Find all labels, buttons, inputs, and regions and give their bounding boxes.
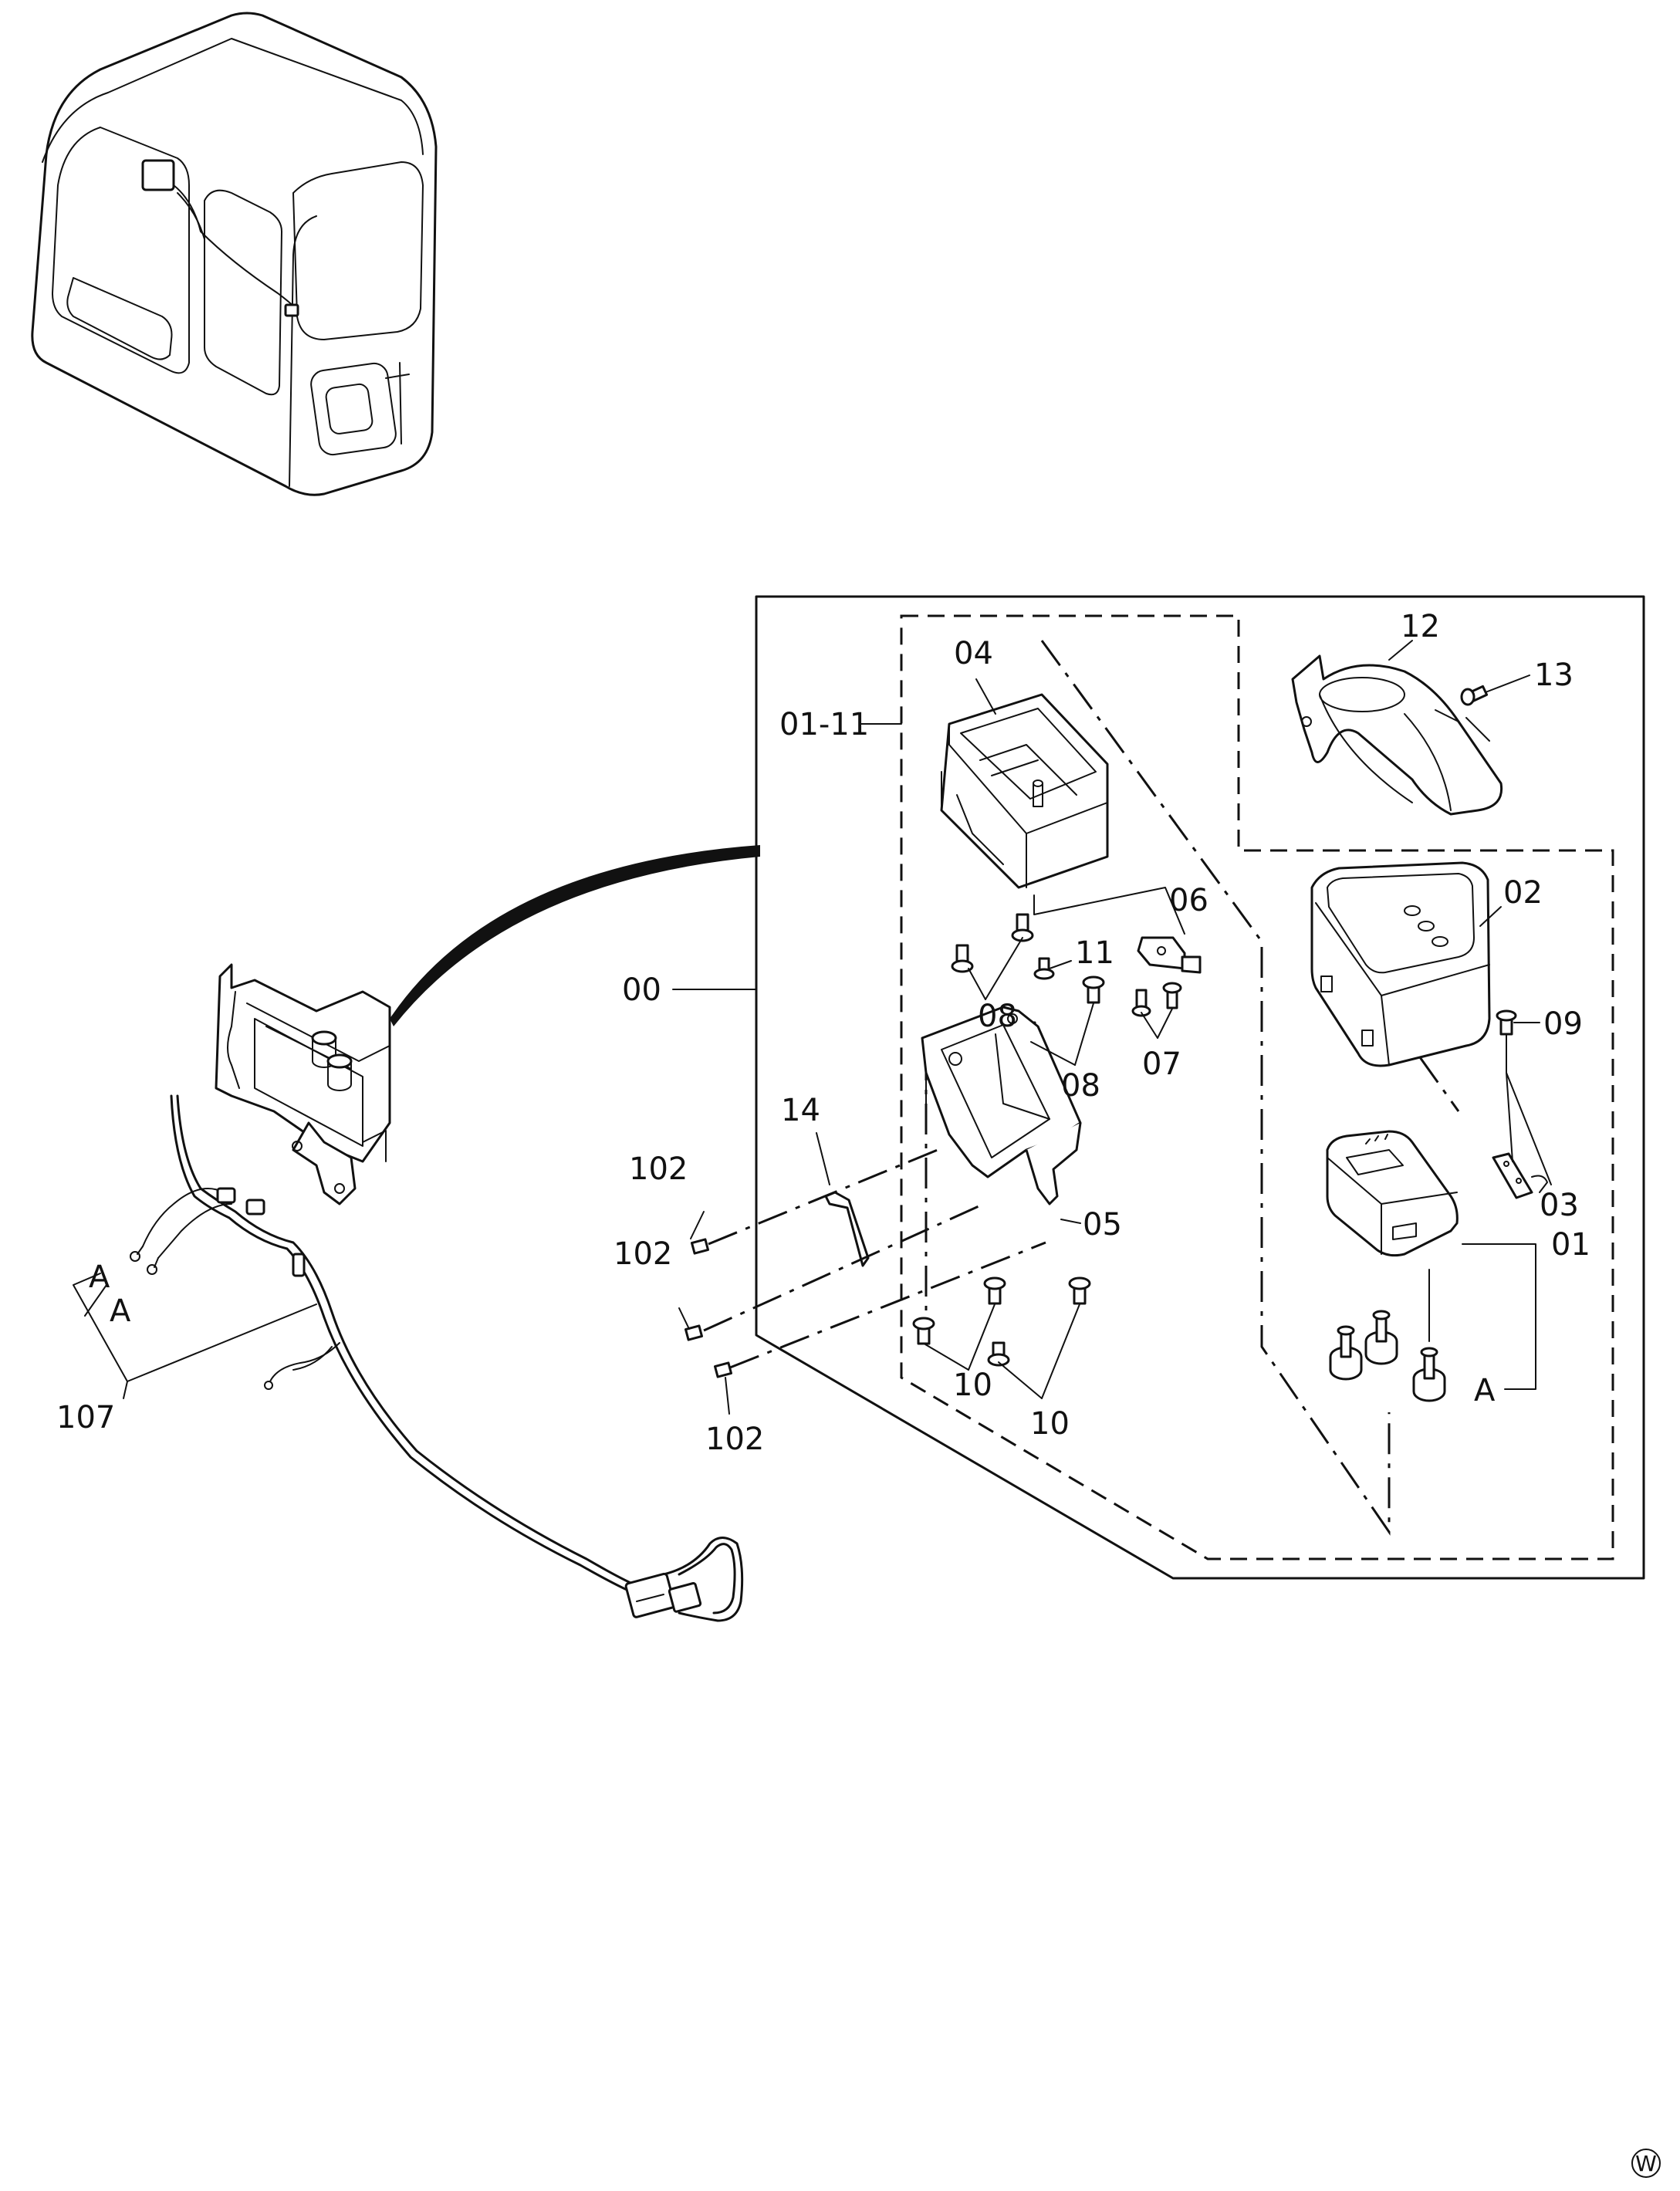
- label-14: 14: [781, 1093, 820, 1128]
- screw-10a: [912, 1317, 935, 1345]
- screw-08c: [1082, 975, 1105, 1004]
- wire-harness: [73, 1094, 744, 1622]
- part-06: [1137, 936, 1202, 974]
- label-13: 13: [1534, 658, 1574, 693]
- part-02-cover: [1310, 861, 1491, 1067]
- monitor-assembly: [215, 963, 391, 1205]
- label-107: 107: [56, 1400, 115, 1435]
- cab-overview: 01: [31, 12, 438, 496]
- label-102-b: 102: [614, 1236, 672, 1272]
- corner-mark: W: [1631, 2149, 1661, 2178]
- label-A-1: A: [89, 1259, 110, 1295]
- part-14-spacer: [824, 1191, 870, 1267]
- label-102-c: 102: [705, 1422, 764, 1457]
- corner-mark-text: W: [1635, 2151, 1657, 2176]
- label-102-a: 102: [629, 1151, 688, 1187]
- screw-09: [1496, 1009, 1517, 1036]
- callout-sweep: [390, 845, 760, 1026]
- screw-08b: [1011, 913, 1034, 942]
- screw-07a: [1131, 989, 1151, 1017]
- label-09: 09: [1543, 1006, 1583, 1042]
- screw-08a: [951, 944, 974, 973]
- part-labels: 00 01-11 01 02 03 04 05 06 07 08 08 09 1…: [56, 609, 1590, 1457]
- screw-10b: [983, 1276, 1006, 1305]
- label-10-b: 10: [1030, 1406, 1070, 1442]
- screw-10c: [987, 1341, 1010, 1367]
- label-07: 07: [1142, 1046, 1181, 1082]
- part-04-case: [940, 693, 1109, 889]
- screw-10d: [1068, 1276, 1091, 1305]
- label-04: 04: [954, 636, 993, 671]
- part-01-monitor: [1326, 1130, 1459, 1257]
- leader-lines: [672, 640, 1552, 1415]
- label-08-a: 08: [978, 999, 1017, 1034]
- label-A-3: A: [1474, 1373, 1496, 1408]
- screws: [912, 685, 1517, 1367]
- label-02: 02: [1503, 875, 1543, 911]
- label-05: 05: [1083, 1207, 1122, 1243]
- label-06: 06: [1169, 883, 1208, 918]
- label-00: 00: [622, 972, 661, 1008]
- part-12-cover: [1291, 654, 1503, 816]
- label-12: 12: [1401, 609, 1440, 644]
- label-10-a: 10: [953, 1368, 992, 1403]
- monitor-in-cab: [141, 159, 175, 191]
- label-11: 11: [1075, 935, 1114, 971]
- part-03-clip: [1492, 1152, 1548, 1199]
- label-01-11: 01-11: [779, 707, 869, 742]
- screw-07b: [1162, 982, 1182, 1009]
- part-05-bracket: [921, 1006, 1082, 1205]
- bolts-102: [684, 1238, 733, 1378]
- screw-11: [1033, 957, 1055, 980]
- label-A-2: A: [110, 1293, 131, 1329]
- label-03: 03: [1540, 1188, 1579, 1223]
- label-01: 01: [1551, 1227, 1590, 1263]
- label-08-b: 08: [1061, 1068, 1100, 1104]
- knobs: [1329, 1310, 1446, 1402]
- screw-13: [1460, 685, 1489, 706]
